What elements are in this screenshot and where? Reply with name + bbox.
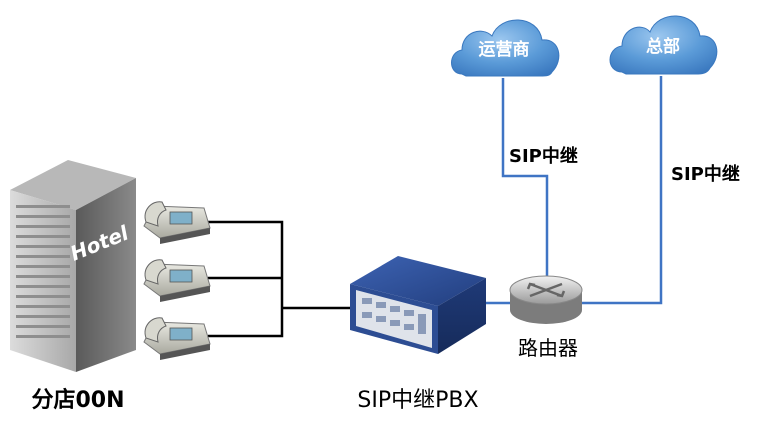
carrier-trunk-label: SIP中继: [509, 145, 578, 167]
hotel-building: Hotel: [10, 160, 136, 372]
phone-wiring: [208, 220, 352, 338]
router-arrows-icon: [526, 282, 566, 298]
router-label: 路由器: [518, 336, 578, 360]
carrier-trunk-line: [501, 78, 549, 285]
router-device: [509, 275, 583, 324]
headquarters-cloud: 总部: [609, 15, 718, 75]
phone-icon: [143, 259, 211, 302]
headquarters-label: 总部: [646, 36, 680, 57]
pbx-device: [350, 256, 486, 354]
pbx-label: SIP中继PBX: [357, 388, 478, 413]
phone-icon: [143, 201, 211, 244]
cloud-icon: [609, 15, 718, 75]
carrier-label: 运营商: [479, 39, 530, 60]
cloud-icon: [451, 19, 560, 77]
branch-label: 分店00N: [31, 388, 124, 413]
hq-trunk-line: [582, 76, 663, 305]
hq-trunk-label: SIP中继: [671, 163, 740, 185]
phone-icon: [143, 317, 211, 360]
carrier-cloud: 运营商: [451, 19, 560, 77]
